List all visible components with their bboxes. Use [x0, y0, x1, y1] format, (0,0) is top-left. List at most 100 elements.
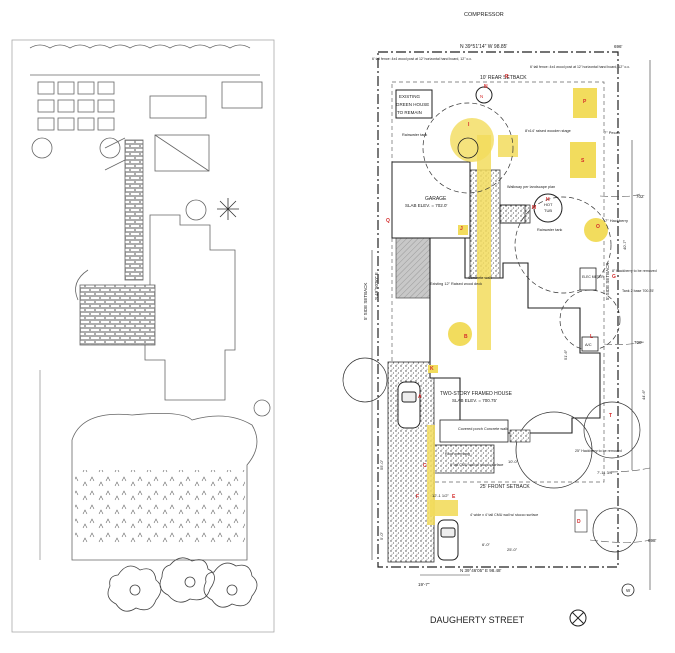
- fence-left-label: 6' tall fence: 4x4 wood post at 12' hori…: [372, 57, 472, 61]
- west-marker: W: [626, 588, 631, 593]
- house-label-1: TWO-STORY FRAMED HOUSE: [440, 391, 513, 397]
- elec-meter-label: ELEC METER: [582, 275, 604, 279]
- dim-front: 25'-0": [507, 547, 518, 552]
- greenhouse-label-3: TO REMAIN: [397, 110, 422, 115]
- tree-canopy: [422, 102, 514, 194]
- dim-right-1: 51'-6": [563, 349, 568, 360]
- hot-tub-label-2: TUB: [544, 208, 552, 213]
- elev-mid: 700': [634, 340, 643, 345]
- tree-canopy: [514, 196, 612, 294]
- marker-q: Q: [386, 218, 390, 224]
- contours: [589, 193, 651, 543]
- sketch-plant: [75, 269, 89, 301]
- walkway-label: Walkway per landscape plan: [507, 185, 555, 189]
- north-bearing-label: N 39°51'14" W 98.85': [460, 44, 507, 50]
- cmu-wall-label: 6' tall CMU wall w/ stucco surface: [450, 463, 503, 467]
- south-bearing-label: N 39°46'05" E 98.48': [460, 568, 502, 573]
- marker-g: G: [612, 274, 616, 280]
- dim-porch: 10'-0": [508, 459, 519, 464]
- yellow-marker-j: [458, 225, 468, 235]
- dim-right-2: 44'-6": [641, 389, 646, 400]
- sketch-garden-beds: [37, 81, 115, 131]
- street-label: DAUGHERTY STREET: [430, 615, 525, 625]
- rear-setback-label: 10' REAR SETBACK: [480, 75, 527, 81]
- greenhouse-label-2: GREEN HOUSE: [396, 102, 429, 107]
- yellow-fire-pit: [448, 322, 472, 346]
- rainwater-tank-right: Rainwater tank: [537, 228, 562, 232]
- west-marker-circle: [621, 583, 635, 597]
- house-label-2: SLAB ELEV. = 700.75': [452, 398, 497, 403]
- yellow-plot-s: [570, 142, 596, 178]
- sketch-greenhouse: [149, 95, 207, 119]
- yellow-deck: [498, 135, 518, 157]
- north-arrow-icon: [569, 609, 587, 627]
- marker-l: L: [590, 334, 593, 340]
- setback-line: [391, 81, 605, 483]
- ac-label: A/C: [585, 342, 592, 347]
- tree-canopy: [592, 507, 638, 553]
- gravel-front: [433, 444, 495, 474]
- car-icon: [397, 381, 421, 429]
- garage-label-1: GARAGE: [425, 196, 447, 202]
- side-setback-right: 5' SIDE SETBACK: [605, 263, 610, 300]
- dim-right-3: 40'-7": [622, 239, 627, 250]
- marker-r: R: [505, 74, 509, 80]
- elev-street: 696': [614, 44, 623, 49]
- elec-meter: [579, 267, 597, 291]
- garage-outline: [391, 161, 471, 239]
- sketch-hedge: [29, 44, 251, 49]
- tree-canopy: [559, 289, 621, 351]
- sketch-hot-tub: [185, 199, 207, 221]
- marker-n: N: [484, 84, 488, 90]
- hackberry-label: 7" Hackberry: [605, 218, 628, 223]
- tank-size-label: Tank 2 base 700.25': [622, 289, 654, 293]
- rainwater-tank-left: Rainwater tank: [402, 133, 427, 137]
- marker-j: J: [460, 226, 463, 232]
- yellow-steps: [430, 500, 458, 516]
- gravel-pad: [499, 204, 531, 224]
- sketch-walkway: [104, 137, 144, 281]
- marker-e: E: [452, 494, 456, 500]
- side-setback-left: 5' SIDE SETBACK: [363, 283, 368, 320]
- marker-b: B: [464, 334, 468, 340]
- sketch-grass: [75, 470, 245, 545]
- dim-drive-w: 6'-0": [482, 542, 491, 547]
- marker-f: F: [416, 494, 419, 500]
- landscape-sketch: [11, 39, 275, 633]
- fence-right-label: 6' tall fence: 4x4 wood post at 12' hori…: [530, 65, 630, 69]
- sketch-shrub: [217, 198, 239, 220]
- pecan-label: 7" Pecan: [604, 130, 620, 135]
- east-bearing-label: S 49°50'50" E: [374, 272, 379, 300]
- greenhouse-label-1: EXISTING: [399, 94, 421, 99]
- dim-offset: 7'-11 3/4": [597, 470, 614, 475]
- sketch-deck: [154, 134, 210, 172]
- raised-deck-existing: Existing 12" Raised wood deck: [430, 282, 482, 286]
- marker-i: I: [468, 122, 470, 128]
- sketch-tree: [253, 399, 271, 417]
- sketch-street-trees: [107, 557, 258, 612]
- dim-left-1: 55'-0": [379, 459, 384, 470]
- front-setback-label: 25' FRONT SETBACK: [480, 484, 530, 490]
- marker-d: D: [577, 519, 581, 525]
- dimension-lines: [371, 60, 651, 590]
- dim-drive: 12'-1 1/2": [432, 493, 449, 498]
- car-icon: [437, 519, 459, 561]
- covered-porch: [439, 419, 509, 443]
- marker-p: P: [583, 99, 587, 105]
- site-plan: [342, 51, 651, 627]
- marker-c: C: [423, 463, 427, 469]
- dim-bottom: 19'-7": [418, 582, 430, 587]
- sketch-tree: [31, 137, 53, 159]
- sketch-lawn: [71, 412, 258, 561]
- raised-deck-label: 8'x14' raised wooden stage: [525, 129, 571, 133]
- yellow-tree-i: [450, 118, 494, 162]
- yellow-tree-o: [584, 218, 608, 242]
- yellow-front-walk: [427, 425, 435, 525]
- sketch-shed: [221, 81, 263, 109]
- yellow-plot-p: [573, 88, 597, 118]
- tree-remove-label: 25" Hackberry to be removed: [575, 449, 622, 453]
- sketch-house: [144, 214, 236, 401]
- covered-porch-label: Covered porch Concrete walk: [458, 427, 508, 431]
- yellow-marker-k: [428, 365, 438, 373]
